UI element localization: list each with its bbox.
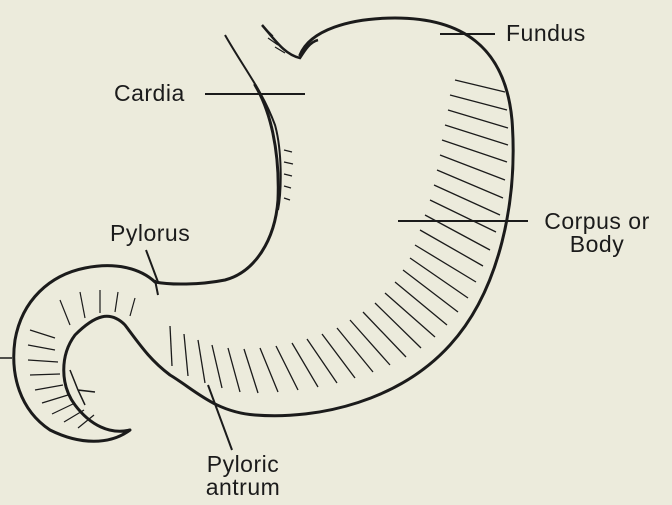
corpus-shading: [170, 80, 508, 393]
fundus-label: Fundus: [506, 22, 586, 45]
antrum-label-line1: Pyloric: [188, 453, 298, 476]
duodenum-vessel: [70, 370, 95, 405]
esophagus-line-left: [225, 35, 281, 210]
cardia-label: Cardia: [114, 82, 185, 105]
corpus-label-line1: Corpus or: [532, 210, 662, 233]
antrum-label-line2: antrum: [188, 476, 298, 499]
stomach-outline: [14, 18, 513, 441]
corpus-label: Corpus or Body: [532, 210, 662, 256]
duodenum-shading: [28, 290, 135, 428]
antrum-leader: [208, 385, 232, 450]
pylorus-label: Pylorus: [110, 222, 190, 245]
antrum-label: Pyloric antrum: [188, 453, 298, 499]
corpus-label-line2: Body: [532, 233, 662, 256]
